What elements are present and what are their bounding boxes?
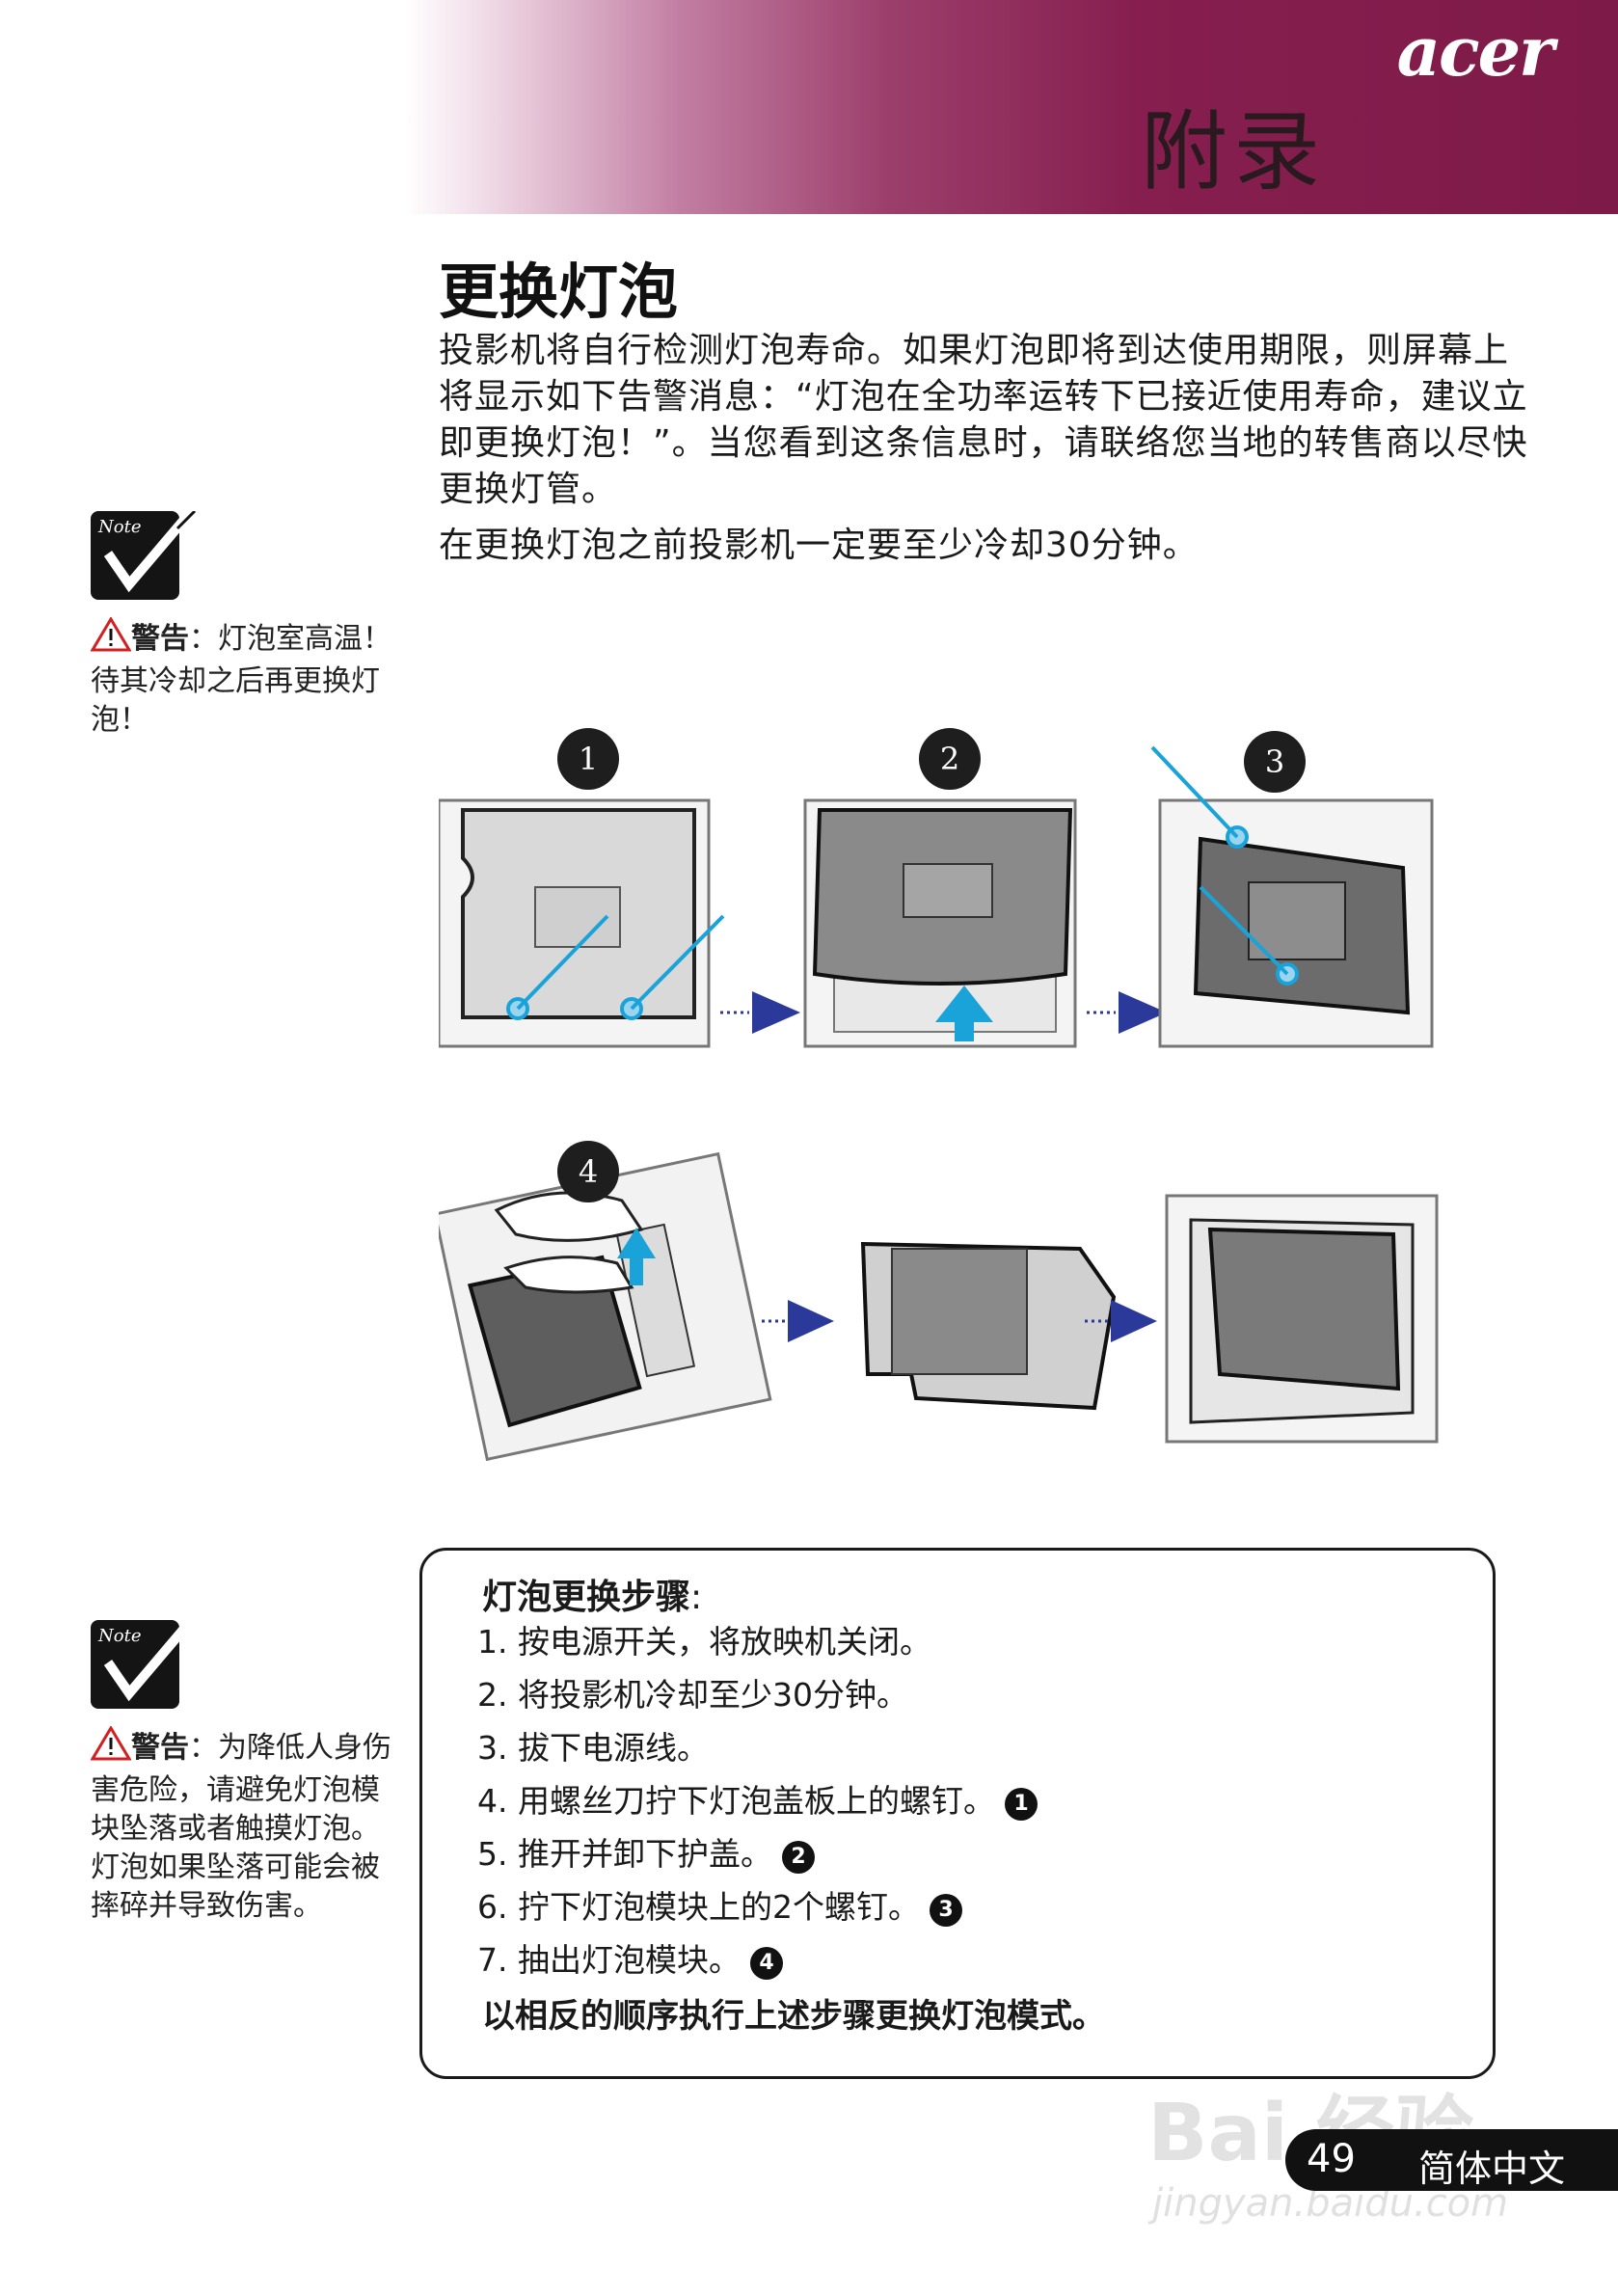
list-item: 3. 拔下电源线。 — [477, 1729, 709, 1767]
intro-paragraph: 在更换灯泡之前投影机一定要至少冷却30分钟。 — [439, 526, 1199, 565]
step-number-2: 2 — [919, 728, 981, 790]
warning-note: 警告：为降低人身伤害危险，请避免灯泡模块坠落或者触摸灯泡。灯泡如果坠落可能会被摔… — [90, 1725, 404, 1926]
list-item: 6. 拧下灯泡模块上的2个螺钉。3 — [477, 1880, 1038, 1933]
language-label: 简体中文 — [1418, 2147, 1566, 2190]
note-box: Note — [91, 1620, 187, 1709]
warning-triangle-icon — [90, 616, 132, 662]
brand-logo: acer — [1396, 12, 1554, 92]
step-number-4: 4 — [557, 1141, 619, 1202]
warning-text: ：灯泡室高温！待其冷却之后再更换灯泡！ — [91, 622, 391, 737]
list-item: 5. 推开并卸下护盖。2 — [477, 1827, 1038, 1880]
lamp-module-illustration — [433, 1143, 1451, 1471]
step-number-1: 1 — [557, 728, 619, 790]
warning-label: 警告 — [131, 1731, 189, 1765]
page-heading: 更换灯泡 — [439, 257, 679, 327]
footer-page-tab: 49 简体中文 — [1285, 2129, 1618, 2191]
step-badge: 1 — [1004, 1788, 1038, 1821]
note-check-icon: Note — [91, 511, 197, 600]
note-box: Note — [91, 511, 197, 600]
warning-triangle-icon — [90, 1725, 132, 1771]
step-badge: 2 — [781, 1841, 815, 1874]
steps-final-note: 以相反的顺序执行上述步骤更换灯泡模式。 — [482, 1997, 1105, 2036]
step-badge: 4 — [749, 1947, 783, 1980]
intro-text: 投影机将自行检测灯泡寿命。如果灯泡即将到达使用期限，则屏幕上将显示如下告警消息：… — [439, 328, 1533, 579]
list-item: 2. 将投影机冷却至少30分钟。 — [477, 1676, 908, 1714]
lamp-replacement-illustration — [437, 733, 1451, 1051]
page-number: 49 — [1307, 2137, 1356, 2181]
warning-text: ：为降低人身伤害危险，请避免灯泡模块坠落或者触摸灯泡。灯泡如果坠落可能会被摔碎并… — [91, 1731, 391, 1923]
note-check-icon: Note — [91, 1620, 187, 1709]
section-title: 附录 — [1141, 101, 1326, 203]
header-band — [0, 0, 1618, 214]
warning-label: 警告 — [131, 622, 189, 656]
list-item: 4. 用螺丝刀拧下灯泡盖板上的螺钉。1 — [477, 1774, 1038, 1827]
steps-title: 灯泡更换步骤: — [482, 1578, 703, 1617]
step-badge: 3 — [929, 1894, 962, 1927]
intro-paragraph: 投影机将自行检测灯泡寿命。如果灯泡即将到达使用期限，则屏幕上将显示如下告警消息：… — [439, 331, 1528, 509]
steps-list: 1. 按电源开关，将放映机关闭。 2. 将投影机冷却至少30分钟。 3. 拔下电… — [477, 1615, 1038, 1986]
list-item: 1. 按电源开关，将放映机关闭。 — [477, 1623, 931, 1661]
steps-callout-box — [419, 1548, 1496, 2079]
warning-note: 警告：灯泡室高温！待其冷却之后再更换灯泡！ — [90, 616, 404, 740]
list-item: 7. 抽出灯泡模块。4 — [477, 1933, 1038, 1986]
step-number-3: 3 — [1244, 731, 1306, 793]
